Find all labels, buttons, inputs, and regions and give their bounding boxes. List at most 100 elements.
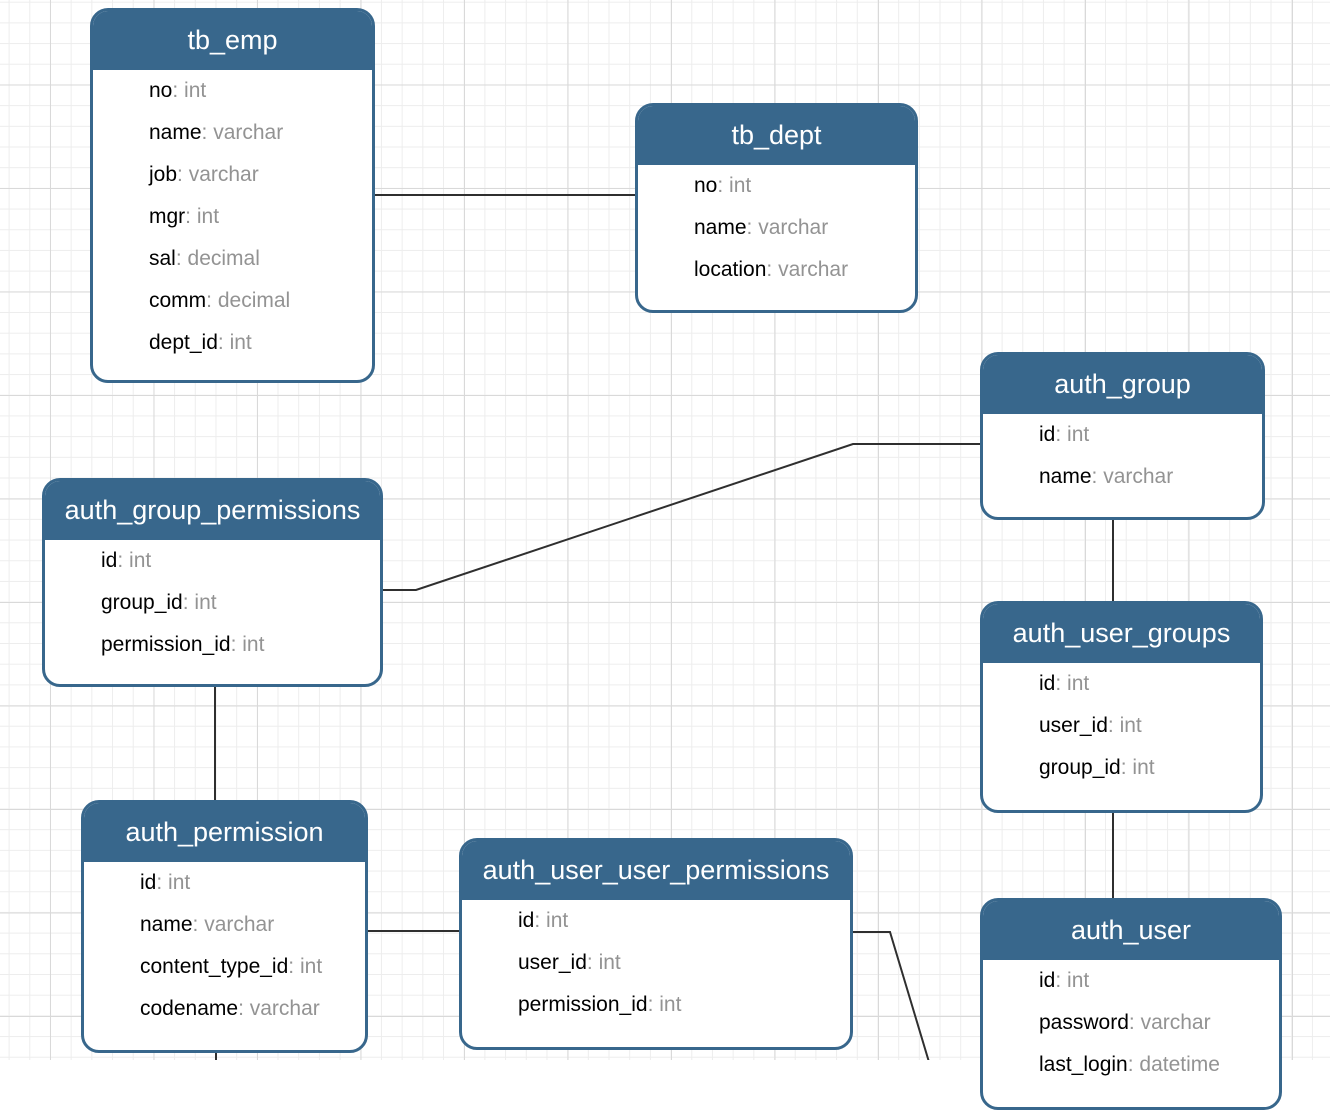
field-type: int	[1067, 672, 1090, 695]
field-name: id	[1039, 672, 1056, 695]
field-separator: :	[1128, 1011, 1141, 1034]
field-row-last_login: last_login: datetime	[983, 1044, 1279, 1086]
table-header[interactable]: auth_group_permissions	[45, 481, 380, 540]
field-name: job	[149, 163, 178, 186]
field-separator: :	[1055, 672, 1068, 695]
field-row-id: id: int	[983, 960, 1279, 1002]
field-row-no: no: int	[638, 165, 915, 207]
field-row-id: id: int	[45, 540, 380, 582]
field-separator: :	[185, 205, 197, 228]
table-header[interactable]: tb_dept	[638, 106, 915, 165]
field-type: int	[659, 993, 682, 1016]
field-row-name: name: varchar	[84, 904, 365, 946]
field-name: id	[140, 871, 157, 894]
field-type: decimal	[187, 247, 260, 270]
table-header[interactable]: auth_group	[983, 355, 1262, 414]
field-name: id	[101, 549, 118, 572]
field-type: int	[546, 909, 569, 932]
field-row-no: no: int	[93, 70, 372, 112]
field-row-group_id: group_id: int	[983, 747, 1260, 789]
field-type: varchar	[188, 163, 259, 186]
field-row-content_type_id: content_type_id: int	[84, 946, 365, 988]
field-type: int	[598, 951, 621, 974]
table-header[interactable]: auth_permission	[84, 803, 365, 862]
relationship-line-auth_group_permissions-auth_group	[383, 443, 981, 591]
field-name: name	[1039, 465, 1092, 488]
field-name: group_id	[101, 591, 183, 614]
field-name: name	[694, 216, 747, 239]
field-type: varchar	[1140, 1011, 1211, 1034]
table-title: auth_user	[1070, 915, 1192, 945]
field-type: varchar	[249, 997, 320, 1020]
table-title: auth_user_user_permissions	[482, 855, 830, 885]
field-row-id: id: int	[84, 862, 365, 904]
field-separator: :	[217, 331, 230, 354]
field-name: sal	[149, 247, 176, 270]
field-separator: :	[206, 289, 218, 312]
table-body: id: int group_id: int permission_id: int	[45, 540, 380, 666]
field-name: name	[140, 913, 193, 936]
field-row-user_id: user_id: int	[462, 942, 850, 984]
field-separator: :	[534, 909, 547, 932]
table-title: tb_emp	[187, 25, 278, 55]
field-type: int	[242, 633, 265, 656]
table-header[interactable]: auth_user_groups	[983, 604, 1260, 663]
field-separator: :	[238, 997, 250, 1020]
field-type: int	[168, 871, 191, 894]
field-separator: :	[647, 993, 660, 1016]
field-name: codename	[140, 997, 239, 1020]
table-title: tb_dept	[731, 120, 822, 150]
field-separator: :	[1091, 465, 1104, 488]
field-separator: :	[230, 633, 243, 656]
table-header[interactable]: auth_user	[983, 901, 1279, 960]
field-type: varchar	[778, 258, 849, 281]
field-row-password: password: varchar	[983, 1002, 1279, 1044]
table-header[interactable]: auth_user_user_permissions	[462, 841, 850, 900]
field-separator: :	[746, 216, 759, 239]
field-type: varchar	[213, 121, 284, 144]
field-type: varchar	[204, 913, 275, 936]
field-name: user_id	[518, 951, 587, 974]
table-header[interactable]: tb_emp	[93, 11, 372, 70]
field-type: int	[129, 549, 152, 572]
field-separator: :	[156, 871, 169, 894]
field-type: int	[1067, 423, 1090, 446]
table-title: auth_permission	[125, 817, 324, 847]
field-separator: :	[717, 174, 730, 197]
field-row-comm: comm: decimal	[93, 280, 372, 322]
field-type: varchar	[1103, 465, 1174, 488]
field-row-job: job: varchar	[93, 154, 372, 196]
field-type: decimal	[217, 289, 291, 312]
field-row-name: name: varchar	[638, 207, 915, 249]
field-type: int	[196, 205, 220, 228]
table-title: auth_group_permissions	[64, 495, 361, 525]
field-name: dept_id	[149, 331, 218, 354]
field-type: int	[1132, 756, 1155, 779]
field-separator: :	[201, 121, 214, 144]
field-type: int	[194, 591, 217, 614]
field-type: varchar	[758, 216, 829, 239]
field-separator: :	[117, 549, 130, 572]
field-row-user_id: user_id: int	[983, 705, 1260, 747]
field-name: id	[518, 909, 535, 932]
field-separator: :	[586, 951, 599, 974]
field-separator: :	[192, 913, 205, 936]
field-name: permission_id	[101, 633, 231, 656]
field-separator: :	[177, 163, 189, 186]
field-separator: :	[766, 258, 779, 281]
field-separator: :	[1055, 969, 1068, 992]
